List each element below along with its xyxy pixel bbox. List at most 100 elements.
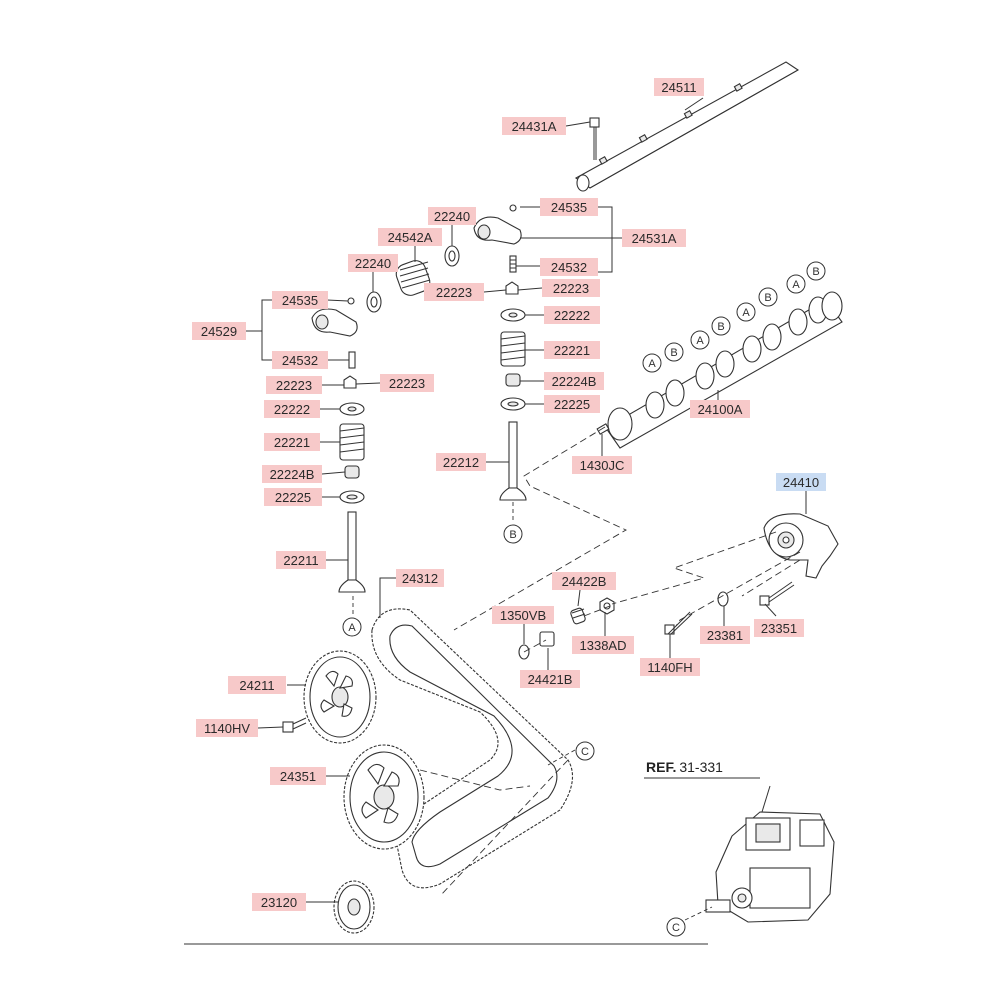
- part-label-22225-right[interactable]: 22225: [544, 395, 600, 413]
- part-label-22221-right[interactable]: 22221: [544, 341, 600, 359]
- part-label-22222-right[interactable]: 22222: [544, 306, 600, 324]
- svg-text:22221: 22221: [274, 435, 310, 450]
- svg-text:24312: 24312: [402, 571, 438, 586]
- svg-text:22224B: 22224B: [552, 374, 597, 389]
- svg-text:22223: 22223: [436, 285, 472, 300]
- part-label-24531A[interactable]: 24531A: [622, 229, 686, 247]
- timing-belt: [371, 608, 574, 889]
- part-label-22211[interactable]: 22211: [276, 551, 326, 569]
- svg-text:24410: 24410: [783, 475, 819, 490]
- svg-text:22224B: 22224B: [270, 467, 315, 482]
- part-label-22224B-left[interactable]: 22224B: [262, 465, 322, 483]
- svg-text:22223: 22223: [276, 378, 312, 393]
- camshaft: [596, 291, 843, 449]
- svg-text:24422B: 24422B: [562, 574, 607, 589]
- part-label-24431A[interactable]: 24431A: [502, 117, 566, 135]
- part-label-24511[interactable]: 24511: [654, 78, 704, 96]
- part-label-23381[interactable]: 23381: [700, 626, 750, 644]
- shaft-bolt: [589, 117, 600, 160]
- part-label-22223-c[interactable]: 22223: [266, 376, 322, 394]
- part-label-1140FH[interactable]: 1140FH: [640, 658, 700, 676]
- part-label-24422B[interactable]: 24422B: [552, 572, 616, 590]
- part-label-22223-b[interactable]: 22223: [542, 279, 600, 297]
- part-label-22225-left[interactable]: 22225: [264, 488, 322, 506]
- connector-marks: C C: [575, 741, 686, 937]
- svg-text:1338AD: 1338AD: [580, 638, 627, 653]
- valve-marks: A B: [342, 524, 523, 637]
- cam-mark-3: A: [696, 335, 704, 347]
- svg-text:24100A: 24100A: [698, 402, 743, 417]
- rocker-shaft: [574, 61, 800, 192]
- part-label-1338AD[interactable]: 1338AD: [572, 636, 634, 654]
- part-label-1430JC[interactable]: 1430JC: [572, 456, 632, 474]
- part-label-24542A[interactable]: 24542A: [378, 228, 442, 246]
- part-label-22212[interactable]: 22212: [436, 453, 486, 471]
- part-label-22221-left[interactable]: 22221: [264, 433, 320, 451]
- part-label-1140HV[interactable]: 1140HV: [196, 719, 258, 737]
- crankshaft-sprocket: [333, 880, 375, 934]
- tensioner-small-parts: [518, 581, 795, 660]
- svg-text:22240: 22240: [355, 256, 391, 271]
- leader-lines: [184, 97, 807, 945]
- cam-mark-6: B: [764, 292, 771, 304]
- valve-mark-b: B: [509, 529, 516, 541]
- part-label-22223-d[interactable]: 22223: [380, 374, 434, 392]
- valve-stack-right: [499, 281, 527, 501]
- part-label-22224B-right[interactable]: 22224B: [544, 372, 604, 390]
- part-label-1350VB[interactable]: 1350VB: [492, 606, 554, 624]
- part-label-23351[interactable]: 23351: [754, 619, 804, 637]
- part-label-24421B[interactable]: 24421B: [520, 670, 580, 688]
- svg-text:24421B: 24421B: [528, 672, 573, 687]
- part-label-22240-top[interactable]: 22240: [428, 207, 476, 225]
- part-label-24529[interactable]: 24529: [192, 322, 246, 340]
- svg-text:22225: 22225: [554, 397, 590, 412]
- svg-text:1140FH: 1140FH: [647, 660, 692, 675]
- valve-mark-a: A: [348, 622, 356, 634]
- svg-text:24542A: 24542A: [388, 230, 433, 245]
- svg-text:24532: 24532: [551, 260, 587, 275]
- cam-mark-8: B: [812, 266, 819, 278]
- cam-mark-4: B: [717, 321, 724, 333]
- svg-text:22240: 22240: [434, 209, 470, 224]
- part-label-24312[interactable]: 24312: [396, 569, 444, 587]
- svg-text:1350VB: 1350VB: [500, 608, 546, 623]
- svg-text:24532: 24532: [282, 353, 318, 368]
- cam-lobe-marks: A B A B A B A B: [642, 261, 826, 373]
- part-label-24410[interactable]: 24410: [776, 473, 826, 491]
- rocker-spring: [395, 260, 431, 296]
- svg-text:22223: 22223: [389, 376, 425, 391]
- cam-mark-2: B: [670, 347, 677, 359]
- part-label-23120[interactable]: 23120: [252, 893, 306, 911]
- part-label-24532-left[interactable]: 24532: [272, 351, 328, 369]
- svg-text:22222: 22222: [274, 402, 310, 417]
- sprocket-bolt: [282, 717, 307, 733]
- connector-mark-c2: C: [672, 922, 680, 934]
- svg-text:23120: 23120: [261, 895, 297, 910]
- svg-text:24529: 24529: [201, 324, 237, 339]
- belt-tensioner: [763, 513, 839, 579]
- cam-mark-5: A: [742, 307, 750, 319]
- cam-mark-1: A: [648, 358, 656, 370]
- reference-note: REF.31-331: [646, 759, 723, 775]
- part-label-22223-a[interactable]: 22223: [424, 283, 484, 301]
- reference-number: 31-331: [679, 759, 723, 775]
- reference-prefix: REF.: [646, 759, 676, 775]
- camshaft-sprocket: [303, 650, 377, 744]
- svg-text:REF.31-331: REF.31-331: [646, 759, 723, 775]
- svg-text:22221: 22221: [554, 343, 590, 358]
- part-label-24535-left[interactable]: 24535: [272, 291, 328, 309]
- svg-text:22223: 22223: [553, 281, 589, 296]
- part-label-24211[interactable]: 24211: [228, 676, 286, 694]
- svg-text:24431A: 24431A: [512, 119, 557, 134]
- part-label-24351[interactable]: 24351: [270, 767, 326, 785]
- assembly-guide-lines: [352, 426, 801, 921]
- part-label-24100A[interactable]: 24100A: [690, 400, 750, 418]
- part-label-22240-mid[interactable]: 22240: [348, 254, 398, 272]
- part-label-24535-top[interactable]: 24535: [540, 198, 598, 216]
- svg-text:22212: 22212: [443, 455, 479, 470]
- part-label-22222-left[interactable]: 22222: [264, 400, 320, 418]
- injection-pump: [705, 785, 835, 923]
- part-label-24532-top[interactable]: 24532: [540, 258, 598, 276]
- svg-text:22225: 22225: [275, 490, 311, 505]
